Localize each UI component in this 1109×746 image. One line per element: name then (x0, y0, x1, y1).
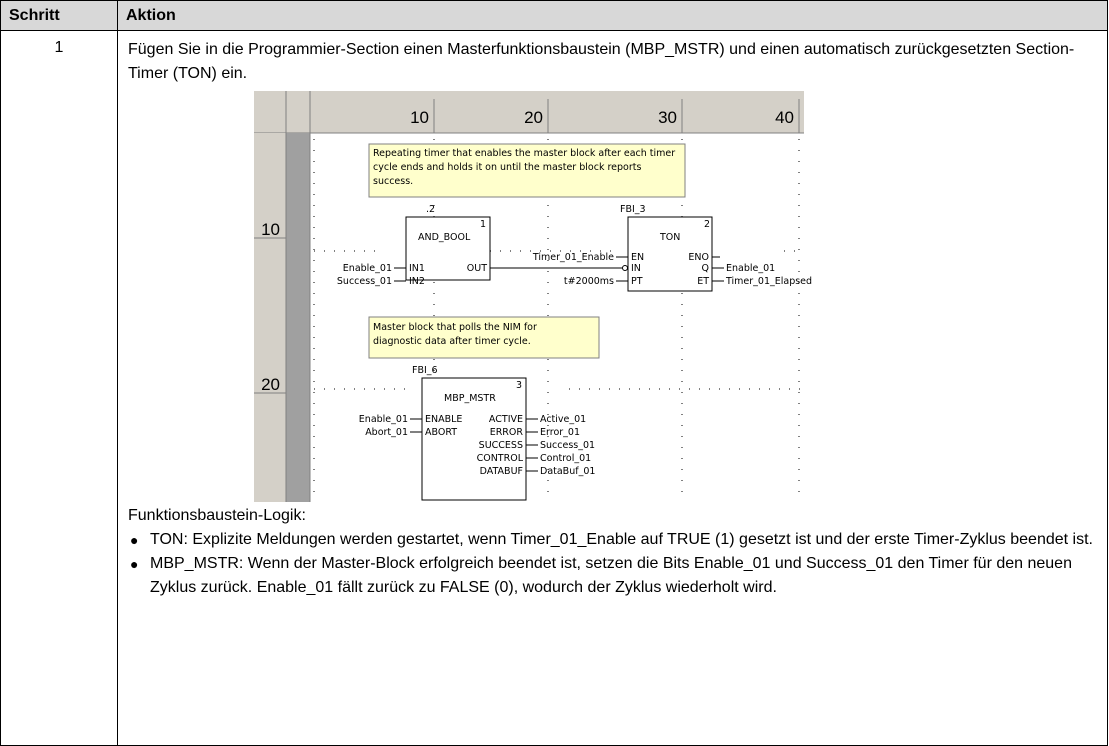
list-item: ● TON: Explizite Meldungen werden gestart… (128, 528, 1105, 552)
ton-pin-et: ET (697, 276, 709, 287)
mstr-var-databuf: DataBuf_01 (540, 466, 595, 477)
action-cell: Fügen Sie in die Programmier-Section ein… (117, 30, 1108, 746)
list-item: ● MBP_MSTR: Wenn der Master-Block erfolgr… (128, 552, 1105, 600)
column-tick-30: 30 (658, 108, 677, 127)
and-pin-out: OUT (467, 263, 487, 274)
fbd-diagram-svg: 10 20 30 40 10 20 (254, 91, 812, 502)
mstr-pin-success: SUCCESS (479, 440, 523, 451)
fbd-diagram: 10 20 30 40 10 20 (254, 91, 812, 502)
ton-var-pt: t#2000ms (564, 276, 614, 287)
header-step: Schritt (0, 0, 118, 31)
ton-block[interactable] (627, 216, 713, 292)
bullet-text: TON: Explizite Meldungen werden gestarte… (150, 531, 1093, 548)
mstr-instance: FBI_6 (412, 365, 438, 376)
and-instance: .2 (426, 204, 435, 215)
ton-var-en: Timer_01_Enable (532, 252, 614, 263)
ton-var-q: Enable_01 (726, 263, 775, 274)
comment-timer-line1: Repeating timer that enables the master … (373, 148, 675, 159)
and-pin-in1: IN1 (409, 263, 425, 274)
ton-var-et: Timer_01_Elapsed (725, 276, 812, 287)
comment-master-line2: diagnostic data after timer cycle. (373, 336, 531, 347)
logic-bullet-list: ● TON: Explizite Meldungen werden gestart… (128, 528, 1107, 600)
comment-box-timer (368, 143, 686, 198)
left-margin-strip (286, 133, 310, 502)
comment-timer-line2: cycle ends and holds it on until the mas… (373, 162, 641, 173)
logic-title: Funktionsbaustein-Logik: (128, 507, 306, 524)
mstr-pin-enable: ENABLE (425, 414, 462, 425)
mstr-pin-error: ERROR (490, 427, 524, 438)
comment-box-master (368, 316, 600, 359)
mstr-pin-abort: ABORT (425, 427, 457, 438)
comment-master-line1: Master block that polls the NIM for (373, 322, 537, 333)
row-tick-10: 10 (261, 220, 280, 239)
bullet-icon: ● (130, 532, 139, 548)
step-number: 1 (0, 30, 118, 746)
ton-instance: FBI_3 (620, 204, 646, 215)
mstr-var-error: Error_01 (540, 427, 580, 438)
table-header-row: Schritt Aktion (0, 0, 1108, 31)
and-pin-in2: IN2 (409, 276, 425, 287)
table-row: 1 Fügen Sie in die Programmier-Section e… (0, 30, 1108, 746)
mstr-pin-active: ACTIVE (489, 414, 523, 425)
mstr-var-active: Active_01 (540, 414, 586, 425)
intro-text: Fügen Sie in die Programmier-Section ein… (128, 41, 1075, 82)
mstr-var-abort: Abort_01 (365, 427, 408, 438)
and-bool-block[interactable] (405, 216, 491, 281)
mstr-order: 3 (516, 380, 522, 391)
ton-pin-in: IN (631, 263, 641, 274)
ton-order: 2 (704, 219, 710, 230)
mbp-mstr-block[interactable] (421, 377, 527, 501)
comment-timer-line3: success. (373, 176, 413, 187)
and-var-in2: Success_01 (337, 276, 392, 287)
ton-pin-q: Q (702, 263, 709, 274)
row-tick-20: 20 (261, 375, 280, 394)
mstr-var-enable: Enable_01 (359, 414, 408, 425)
ton-pin-pt: PT (631, 276, 643, 287)
bullet-icon: ● (130, 556, 139, 572)
ton-pin-eno: ENO (688, 252, 709, 263)
mstr-pin-databuf: DATABUF (480, 466, 523, 477)
bullet-text: MBP_MSTR: Wenn der Master-Block erfolgre… (150, 555, 1072, 596)
column-tick-10: 10 (410, 108, 429, 127)
mstr-var-success: Success_01 (540, 440, 595, 451)
column-tick-20: 20 (524, 108, 543, 127)
column-ruler (254, 91, 804, 133)
ton-pin-en: EN (631, 252, 644, 263)
mstr-var-control: Control_01 (540, 453, 591, 464)
ton-name: TON (659, 232, 680, 243)
row-ruler (254, 133, 286, 502)
and-order: 1 (480, 219, 486, 230)
mstr-name: MBP_MSTR (444, 393, 496, 404)
header-action: Aktion (117, 0, 1108, 31)
and-name: AND_BOOL (418, 232, 471, 243)
column-tick-40: 40 (775, 108, 794, 127)
mstr-pin-control: CONTROL (477, 453, 524, 464)
and-var-in1: Enable_01 (343, 263, 392, 274)
